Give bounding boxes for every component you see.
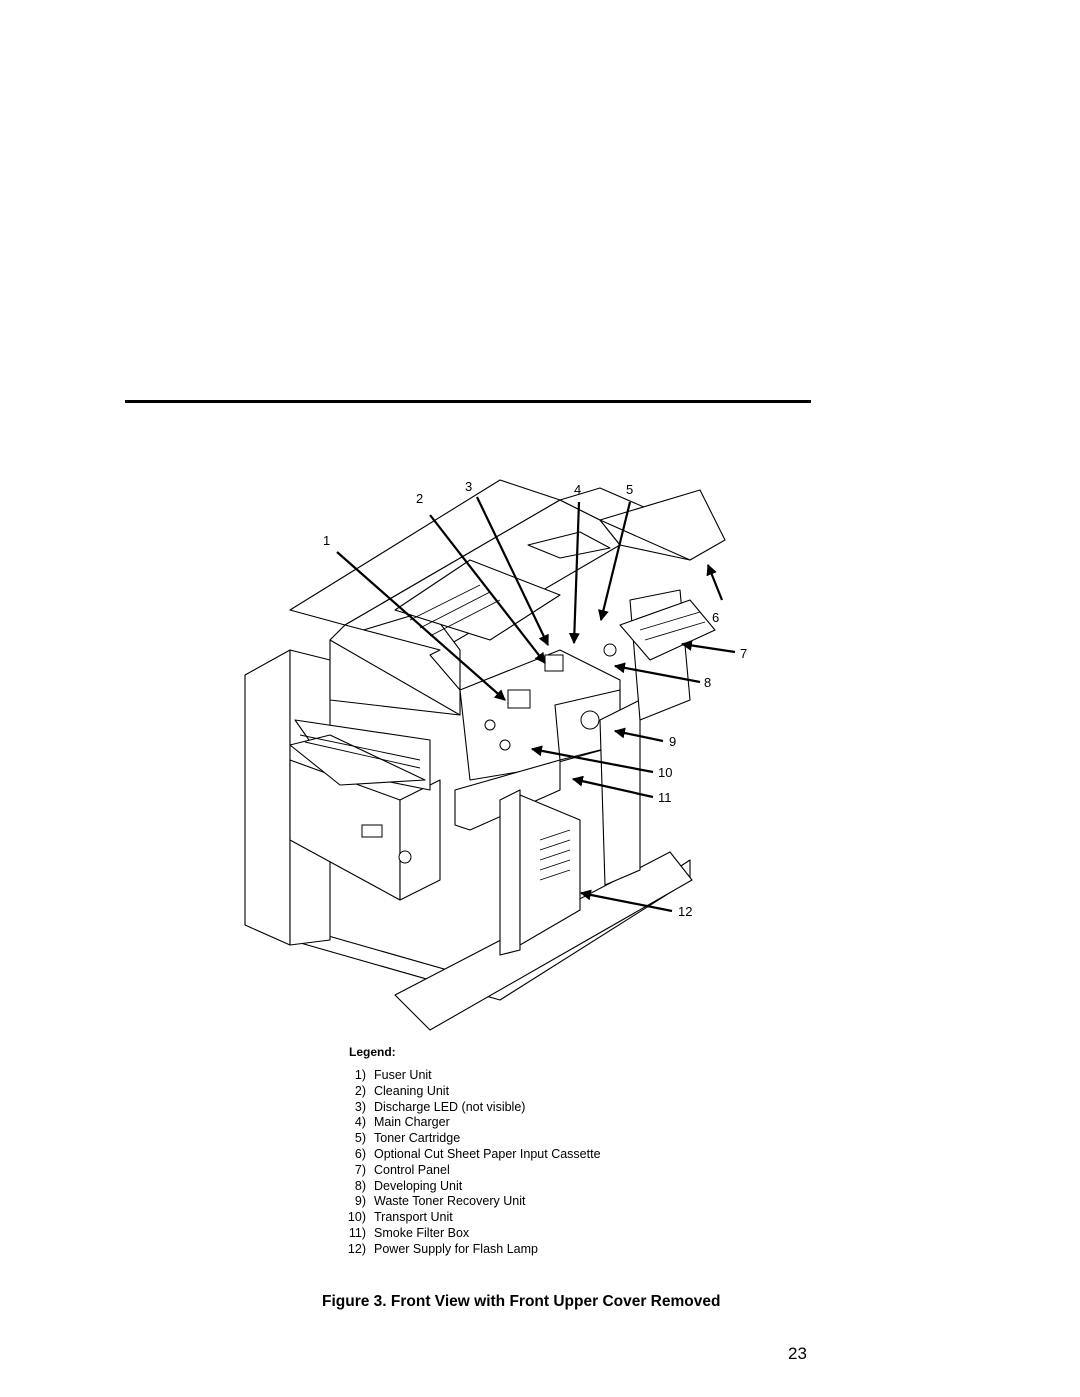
legend-item-label: Discharge LED (not visible) — [374, 1099, 526, 1114]
legend-item-label: Waste Toner Recovery Unit — [374, 1194, 526, 1209]
callout-arrow-6 — [706, 563, 724, 601]
legend-item-label: Fuser Unit — [374, 1068, 432, 1082]
callout-10: 10 — [658, 765, 672, 780]
legend-item-number: 11) — [348, 1225, 366, 1240]
callout-arrow-3 — [476, 496, 549, 646]
callout-6: 6 — [712, 610, 719, 625]
callout-arrow-1 — [336, 551, 506, 701]
legend-item: 8) Developing Unit — [344, 1179, 601, 1195]
legend-item: 2) Cleaning Unit — [344, 1084, 601, 1100]
legend-item-label: Main Charger — [374, 1115, 450, 1130]
callout-4: 4 — [574, 482, 581, 497]
legend-item-number: 3) — [354, 1099, 366, 1114]
figure-caption: Figure 3. Front View with Front Upper Co… — [322, 1293, 721, 1310]
legend-item: 11) Smoke Filter Box — [344, 1226, 601, 1242]
legend-item: 10) Transport Unit — [344, 1210, 601, 1226]
callout-arrows — [336, 496, 736, 913]
legend-item: 4) Main Charger — [344, 1115, 601, 1131]
legend-item: 1) Fuser Unit — [344, 1068, 601, 1084]
callout-8: 8 — [704, 675, 711, 690]
callout-arrow-7 — [680, 640, 736, 654]
legend-item-number: 8) — [354, 1178, 366, 1193]
legend-item-label: Optional Cut Sheet Paper Input Cassette — [374, 1146, 601, 1161]
printer-knobs — [361, 643, 617, 864]
legend-item: 12) Power Supply for Flash Lamp — [344, 1242, 601, 1258]
callout-2: 2 — [416, 491, 423, 506]
legend-item-number: 1) — [354, 1068, 366, 1082]
legend-item-number: 12) — [347, 1241, 366, 1256]
callout-arrow-8 — [613, 662, 701, 684]
callout-3: 3 — [465, 479, 472, 494]
callout-arrow-4 — [568, 501, 581, 645]
callout-arrow-11 — [571, 775, 654, 799]
section-rule — [125, 400, 811, 403]
callout-arrow-12 — [579, 889, 673, 913]
page-number: 23 — [788, 1344, 807, 1363]
callout-arrow-10 — [530, 745, 654, 774]
callout-arrow-5 — [598, 501, 632, 622]
legend-item-label: Smoke Filter Box — [374, 1225, 470, 1240]
legend-item: 7) Control Panel — [344, 1163, 601, 1179]
legend-item-label: Transport Unit — [374, 1210, 453, 1225]
legend-item-label: Developing Unit — [374, 1178, 463, 1193]
callout-arrow-2 — [429, 514, 546, 664]
legend-item-number: 9) — [354, 1194, 366, 1209]
legend-item-number: 10) — [347, 1210, 366, 1225]
legend-title: Legend: — [349, 1045, 396, 1059]
legend-item-number: 2) — [354, 1083, 366, 1098]
legend-item-label: Cleaning Unit — [374, 1083, 450, 1098]
legend-item-label: Power Supply for Flash Lamp — [374, 1241, 538, 1256]
printer-details — [299, 584, 706, 881]
callout-5: 5 — [626, 482, 633, 497]
legend-item: 3) Discharge LED (not visible) — [344, 1100, 601, 1116]
callout-1: 1 — [323, 533, 330, 548]
legend-item: 9) Waste Toner Recovery Unit — [344, 1194, 601, 1210]
legend-item-number: 4) — [354, 1115, 366, 1130]
callout-11: 11 — [658, 790, 672, 805]
legend-item-label: Control Panel — [374, 1162, 450, 1177]
legend-item: 6) Optional Cut Sheet Paper Input Cassett… — [344, 1147, 601, 1163]
legend-item-number: 7) — [354, 1162, 366, 1177]
legend-item-label: Toner Cartridge — [374, 1131, 461, 1146]
legend-item-number: 5) — [354, 1131, 366, 1146]
legend-item-number: 6) — [354, 1146, 366, 1161]
callout-9: 9 — [669, 734, 676, 749]
callout-12: 12 — [678, 904, 692, 919]
callout-arrow-9 — [613, 727, 664, 743]
printer-body — [244, 479, 726, 1031]
legend-list: 1) Fuser Unit 2) Cleaning Unit 3) Discharge… — [344, 1068, 601, 1258]
callout-numbers: 1 2 3 4 5 6 7 8 9 10 11 12 — [323, 479, 747, 919]
legend-item: 5) Toner Cartridge — [344, 1131, 601, 1147]
callout-7: 7 — [740, 646, 747, 661]
